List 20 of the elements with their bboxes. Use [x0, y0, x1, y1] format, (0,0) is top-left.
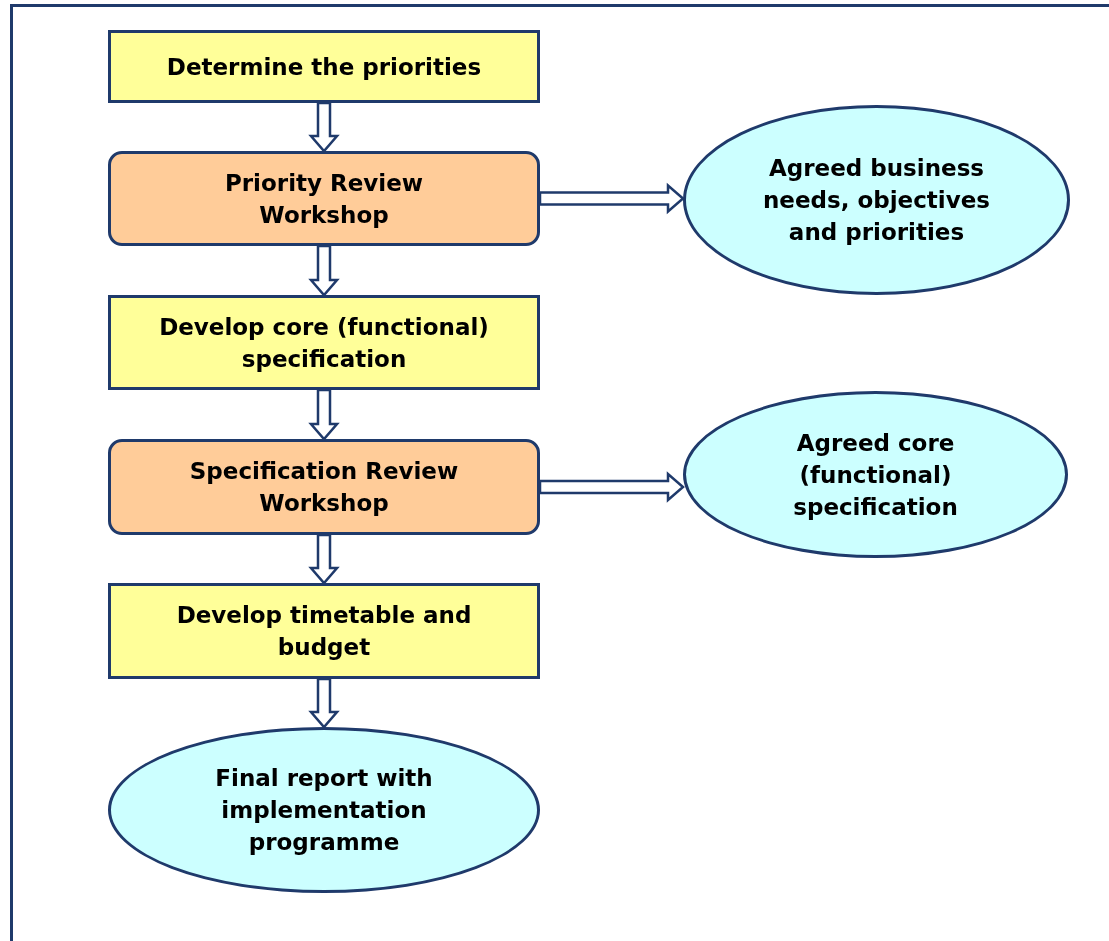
process-box [108, 30, 540, 103]
hollow-arrow [538, 182, 685, 215]
workshop-box [108, 151, 540, 246]
workshop-box [108, 439, 540, 535]
node-label: Priority Review Workshop [223, 168, 425, 230]
hollow-arrow [308, 101, 340, 153]
node-label: Final report with implementation programme [214, 764, 434, 857]
node-label: Agreed core (functional) specification [792, 428, 959, 522]
hollow-arrow [538, 471, 685, 503]
process-box [108, 583, 540, 679]
node-label: Develop core (functional) specification [158, 312, 490, 374]
hollow-arrow [308, 677, 340, 729]
node-label: Determine the priorities [166, 52, 482, 82]
node-label: Develop timetable and budget [175, 601, 473, 662]
node-label: Specification Review Workshop [188, 457, 460, 518]
process-box [108, 295, 540, 390]
hollow-arrow [308, 244, 340, 297]
node-label: Agreed business needs, objectives and priorities [762, 154, 991, 247]
hollow-arrow [308, 533, 340, 585]
hollow-arrow [308, 388, 340, 441]
